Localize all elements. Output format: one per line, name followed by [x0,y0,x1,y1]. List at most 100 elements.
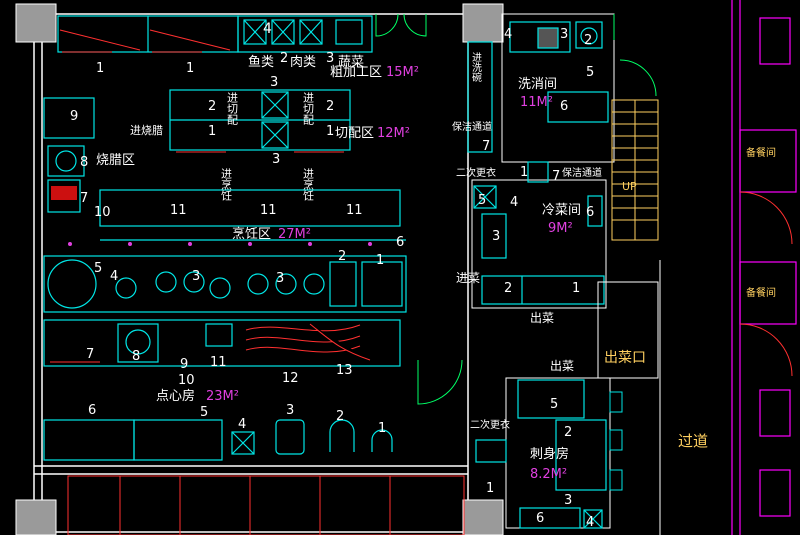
num-rough-1a: 1 [96,61,104,76]
num-sashimi-1: 1 [486,481,494,496]
num-cook-3a: 3 [192,269,200,284]
serve-window [597,281,659,379]
zone-rough-name: 粗加工区 [330,65,382,80]
num-cold-5: 5 [478,193,486,208]
zone-sashimi-area: 8.2M² [530,467,567,482]
num-back-10: 10 [178,373,195,388]
num-rough-4: 4 [263,21,272,37]
label-cut-right: 进切配 [302,92,315,125]
bottom-band [67,475,465,535]
num-cook-6: 6 [396,235,404,250]
num-sashimi-3: 3 [564,493,572,508]
num-cook-2: 2 [338,249,346,264]
num-cold-1a: 1 [520,165,528,180]
num-cook-4: 4 [110,269,118,284]
num-roast-8: 8 [80,155,88,170]
num-cut-2b: 2 [326,99,334,114]
zone-wash-area: 11M² [520,95,553,110]
num-dessert-1: 1 [378,421,386,436]
sashimi-equipment [475,379,607,529]
num-cut-3b: 3 [272,152,280,167]
num-wash-4: 4 [504,27,512,42]
cold-equipment [473,161,605,305]
num-cut-2a: 2 [208,99,216,114]
door-mid [417,359,463,405]
zone-rough-area: 15M² [386,65,419,80]
label-in-dish: 进菜 [456,271,480,285]
num-cold-4: 4 [510,195,518,210]
num-roast-7: 7 [80,191,88,206]
label-serve-window: 出菜口 [604,350,646,366]
num-back-7: 7 [86,347,94,362]
zone-cut-area: 12M² [377,126,410,141]
num-cut-1a: 1 [208,124,216,139]
cutting-equipment [169,89,351,151]
num-cold-6: 6 [586,205,594,220]
num-cut-3a: 3 [270,75,278,90]
label-meat: 肉类 [290,55,316,70]
zone-cook-area: 27M² [278,227,311,242]
zone-cut-name: 切配区 [335,126,374,141]
num-cook-11c: 11 [346,203,363,218]
num-cut-1b: 1 [326,124,334,139]
num-back-8: 8 [132,349,140,364]
zone-cold-area: 9M² [548,221,573,236]
num-wash-6: 6 [560,99,568,114]
label-veg: 蔬菜 [338,55,364,70]
zone-dessert-area: 23M² [206,389,239,404]
label-corridor: 过道 [678,432,708,450]
num-roast-10: 10 [94,205,111,220]
num-wash-3: 3 [560,27,568,42]
num-dessert-4: 4 [238,417,246,432]
num-roast-9: 9 [70,109,78,124]
num-back-13: 13 [336,363,353,378]
label-enter-wash: 进洗碗 [470,52,482,83]
label-change-1: 二次更衣 [456,166,496,179]
num-cook-11a: 11 [170,203,187,218]
num-sashimi-6: 6 [536,511,544,526]
door-top [375,13,427,37]
zone-cold-name: 冷菜间 [542,203,581,218]
num-wash-7: 7 [482,139,490,154]
rough-hatching [59,29,231,53]
roast-equipment [43,97,95,213]
corridor-markers [609,391,623,491]
wash-room [501,13,615,163]
num-dessert-2: 2 [336,409,344,424]
label-clean-1: 保洁通道 [452,120,492,133]
num-sashimi-5: 5 [550,397,558,412]
label-dining-1: 备餐间 [746,146,776,159]
num-cook-3b: 3 [276,271,284,286]
rough-processing-equipment [57,15,373,53]
wash-equipment [467,21,609,153]
label-out-dish-2: 出菜 [550,359,574,373]
corridor-walls [731,0,797,535]
label-cook-left: 进烹饪 [220,168,233,202]
corridor-doors [739,191,793,377]
num-dessert-6: 6 [88,403,96,418]
num-sashimi-4: 4 [586,515,594,530]
back-row-equipment [43,319,401,367]
zone-roast-name: 烧腊区 [96,153,135,168]
num-wash-2: 2 [584,33,592,48]
cold-room [471,179,607,309]
num-cook-5: 5 [94,261,102,276]
num-wash-5: 5 [586,65,594,80]
wash-door [613,14,657,97]
zone-sashimi-name: 刺身房 [530,446,569,462]
num-rough-2: 2 [280,51,288,66]
num-cold-7: 7 [552,169,560,184]
zone-cook-name: 烹饪区 [232,227,271,242]
num-dessert-5: 5 [200,405,208,420]
label-dining-2: 备餐间 [746,286,776,299]
label-clean-2: 保洁通道 [562,166,602,179]
back-row-hatch [50,323,371,363]
zone-dessert-name: 点心房 [156,388,195,404]
num-rough-1b: 1 [186,61,194,76]
num-back-9: 9 [180,357,188,372]
num-cook-11b: 11 [260,203,277,218]
cooking-counter [43,189,407,313]
label-up: UP [622,180,637,193]
